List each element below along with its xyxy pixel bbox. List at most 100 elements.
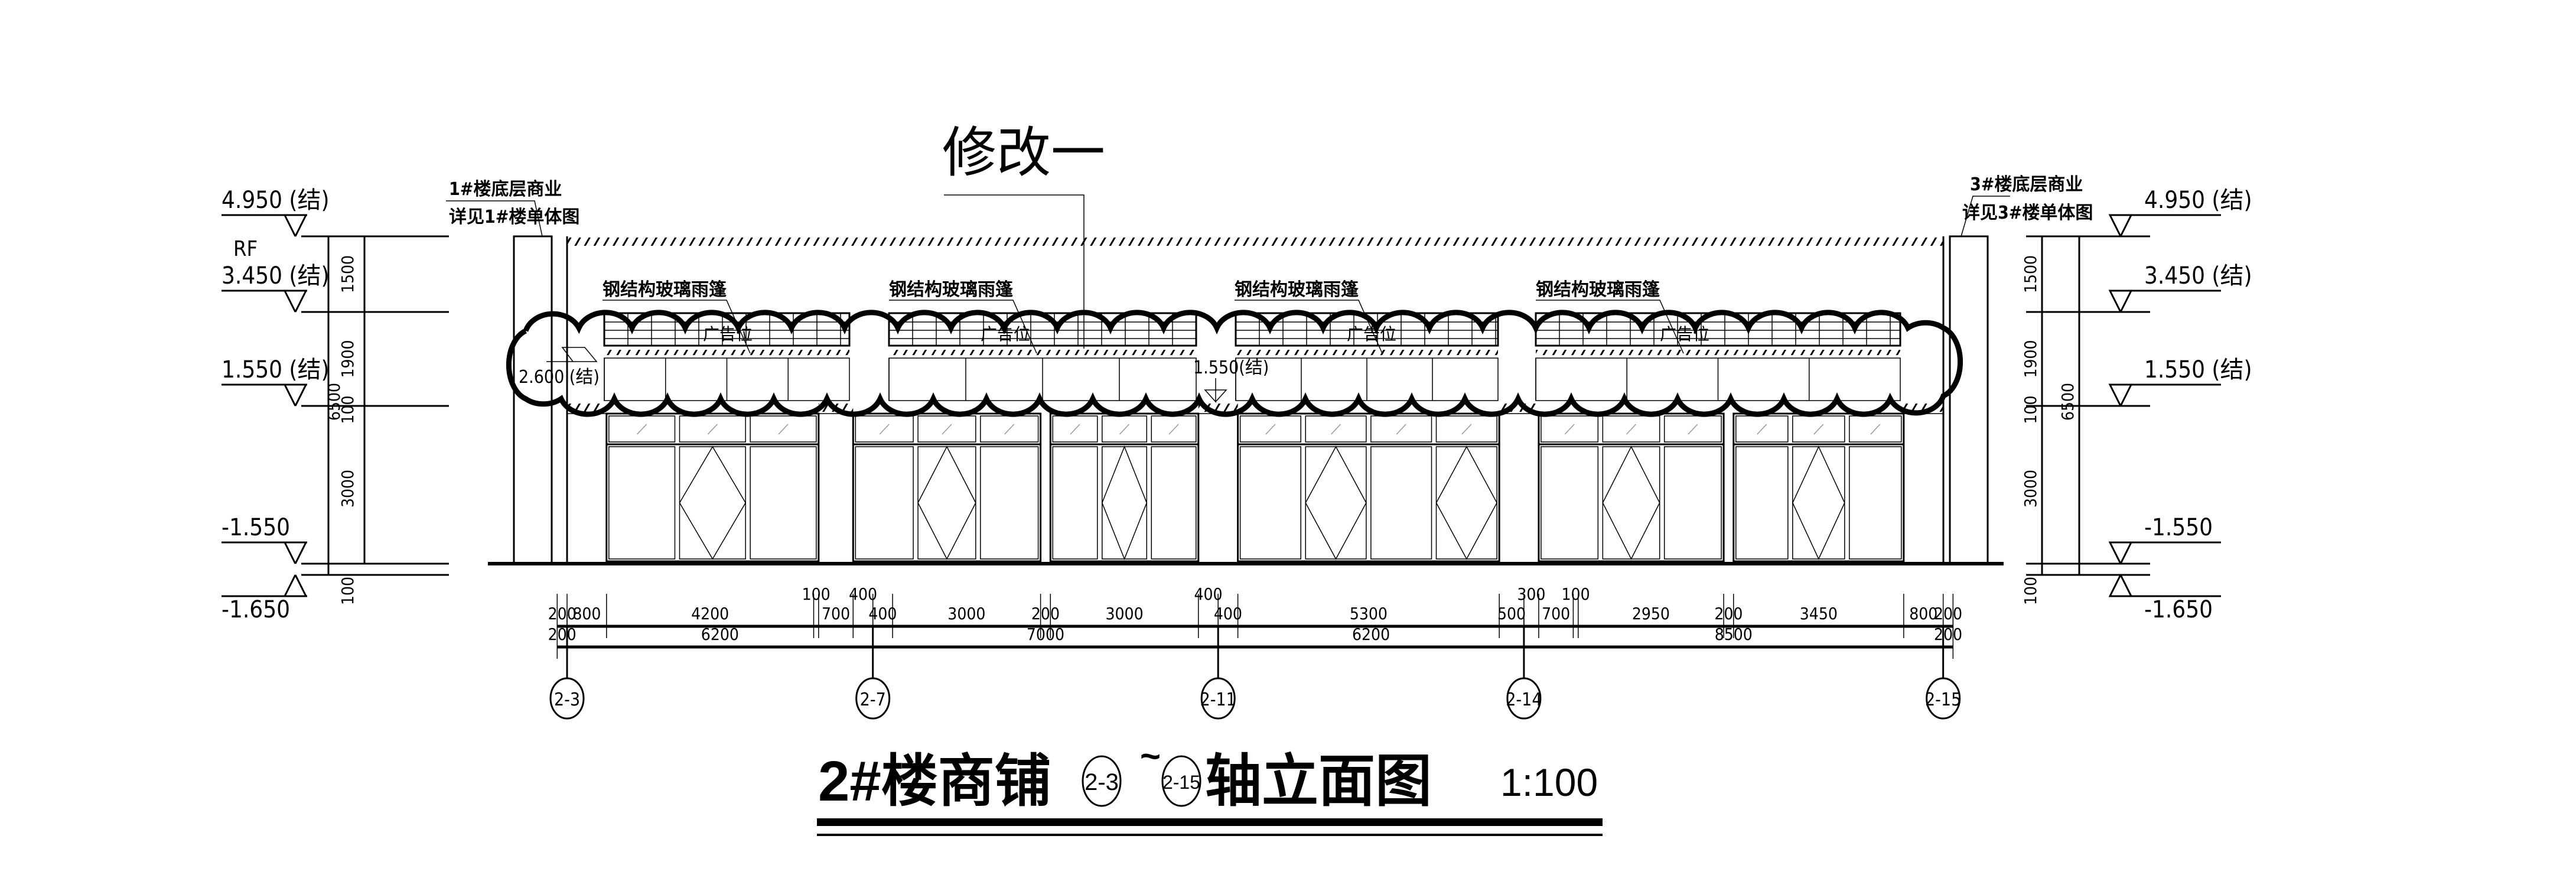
glass-door-panel[interactable] (608, 446, 676, 560)
axis-bubble (1506, 677, 1542, 720)
glass-door-panel[interactable] (750, 446, 817, 560)
brick-pier (1903, 413, 1944, 564)
right-wall-section (1949, 235, 1989, 565)
glass-door-panel[interactable] (1305, 446, 1367, 560)
brick-pier (1499, 413, 1539, 564)
glass-canopy (888, 312, 1197, 401)
title-prefix: 2#楼商铺 (818, 750, 1051, 813)
axis-bubble (1200, 677, 1236, 720)
transom-window (1663, 415, 1722, 443)
canopy-left-level-text: 2.600 (结) (519, 367, 600, 388)
dim-text: 800 (572, 604, 601, 623)
vertical-dim-text: 100 (338, 395, 357, 424)
level-value: 4.950 (结) (222, 187, 330, 214)
dim-text: 200 (1934, 625, 1962, 644)
axis-bubble (1926, 677, 1961, 720)
revision-cloud (506, 310, 1963, 417)
canopy-mid-level-text: 1.550(结) (1193, 357, 1269, 378)
glass-door-panel[interactable] (1052, 446, 1098, 560)
transom-window (750, 415, 817, 443)
glass-door-panel[interactable] (1102, 446, 1148, 560)
storefront (1049, 412, 1200, 562)
title-axis-to: 2-15 (1162, 772, 1200, 793)
storefront (1538, 412, 1725, 562)
transom-window (855, 415, 914, 443)
glass-door-panel[interactable] (855, 446, 914, 560)
dim-text: 3000 (947, 604, 985, 623)
level-value: -1.650 (2144, 596, 2213, 623)
axis-label: 2-11 (1200, 690, 1236, 710)
left-building-ref: 详见1#楼单体图 (449, 207, 579, 227)
glass-door-panel[interactable] (1541, 446, 1599, 560)
transom-window (1541, 415, 1599, 443)
level-value: -1.650 (222, 596, 290, 623)
title-suffix: 轴立面图 (1205, 750, 1432, 813)
dim-text: 200 (548, 625, 577, 644)
storefront (1732, 412, 1905, 562)
ad-space-label: 广告位 (1660, 324, 1709, 344)
revision-note: 修改一 (942, 123, 1105, 349)
glass-door-panel[interactable] (1792, 446, 1845, 560)
dim-text: 100 (1562, 584, 1590, 604)
dim-text: 400 (849, 584, 877, 604)
left-building-note: 1#楼底层商业 详见1#楼单体图 (446, 179, 579, 237)
glass-door-panel[interactable] (1435, 446, 1497, 560)
brick-pier (1198, 413, 1239, 564)
glass-door-panel[interactable] (1602, 446, 1660, 560)
level-value: 3.450 (结) (2144, 262, 2252, 290)
dim-text: 700 (822, 604, 850, 623)
vertical-dim-text: 100 (2021, 395, 2040, 424)
axis-bubble (549, 677, 585, 720)
level-marks: 4.950 (结)3.450 (结)RF1.550 (结)-1.550-1.65… (222, 187, 2252, 623)
glass-door-panel[interactable] (1735, 446, 1789, 560)
vertical-dim-text: 1900 (2021, 340, 2040, 378)
glass-canopy (603, 312, 851, 401)
transom-window (1052, 415, 1098, 443)
canopy-label: 钢结构玻璃雨篷 (1235, 279, 1359, 300)
dim-text: 200 (548, 604, 577, 623)
dim-text: 400 (1194, 584, 1222, 604)
storefront (1237, 412, 1500, 562)
canopy-label: 钢结构玻璃雨篷 (1536, 279, 1660, 300)
glass-door-panel[interactable] (679, 446, 746, 560)
glass-canopy (1235, 312, 1499, 401)
title-underline-thin (817, 834, 1603, 836)
dim-text: 7000 (1027, 625, 1064, 644)
glass-door-panel[interactable] (1151, 446, 1197, 560)
glass-door-panel[interactable] (917, 446, 976, 560)
right-building-name: 3#楼底层商业 (1970, 174, 2083, 195)
vertical-dim-text: 1500 (338, 255, 357, 293)
canopy-label: 钢结构玻璃雨篷 (889, 279, 1013, 300)
glass-door-panel[interactable] (1849, 446, 1902, 560)
vertical-dim-total: 6500 (324, 383, 344, 421)
level-value: -1.550 (222, 514, 290, 541)
storefront (852, 412, 1042, 562)
revision-cloud-outline (506, 310, 1963, 417)
axis-label: 2-14 (1506, 690, 1542, 710)
canopy-mid-level: 1.550(结) (1193, 357, 1269, 403)
title-underline-thick (817, 818, 1603, 826)
level-value: 1.550 (结) (222, 356, 330, 383)
glass-door-panel[interactable] (1239, 446, 1301, 560)
dim-text: 300 (1517, 584, 1545, 604)
left-building-name: 1#楼底层商业 (449, 179, 562, 200)
dim-text: 6200 (1352, 625, 1390, 644)
title-axis-from-circle (1082, 755, 1122, 807)
canopy-label: 钢结构玻璃雨篷 (603, 279, 727, 300)
glass-door-panel[interactable] (1663, 446, 1722, 560)
axis-bubble (855, 677, 891, 720)
level-value: 1.550 (结) (2144, 356, 2252, 383)
vertical-dim-text: 3000 (338, 470, 357, 508)
dim-text: 200 (1031, 604, 1060, 623)
vertical-dim-text: 1500 (2021, 255, 2040, 293)
dim-text: 700 (1542, 604, 1570, 623)
dim-text: 4200 (691, 604, 729, 623)
glass-door-panel[interactable] (1370, 446, 1432, 560)
right-note-leader (1961, 196, 2010, 237)
dim-text: 200 (1934, 604, 1962, 623)
vertical-dim-text: 1900 (338, 340, 357, 378)
glass-door-panel[interactable] (980, 446, 1039, 560)
